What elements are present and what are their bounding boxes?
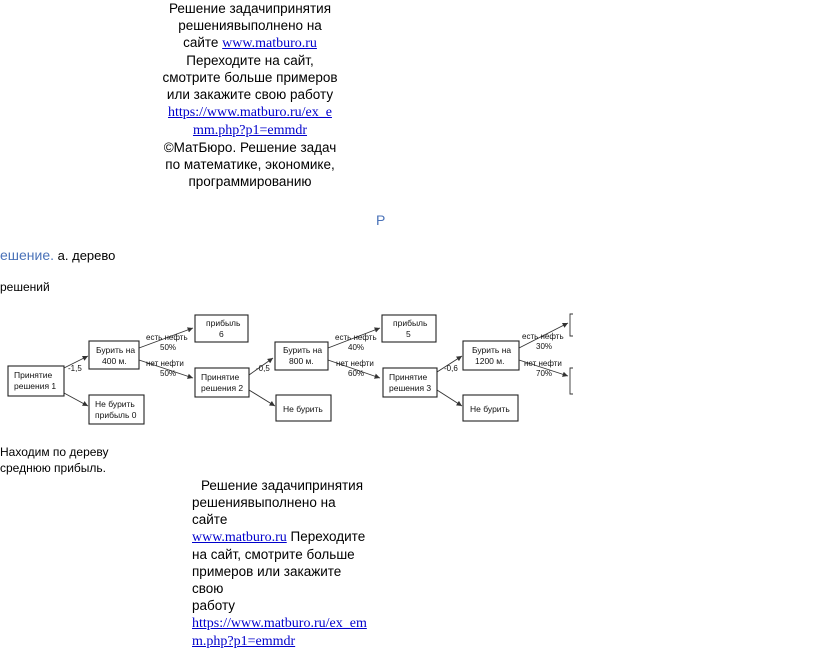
top-line-3: сайте www.matburo.ru: [183, 35, 317, 51]
top-text-block: Решение задачипринятия решениявыполнено …: [150, 0, 350, 190]
tree-edges: [63, 313, 573, 407]
top-line-8: по математике, экономике,: [165, 157, 335, 172]
svg-text:5: 5: [406, 329, 411, 339]
bottom-example-link-part-2[interactable]: m.php?p1=emmdr: [192, 634, 296, 649]
svg-text:прибыль: прибыль: [206, 318, 241, 328]
oil-yes-prob-2: 40%: [348, 343, 364, 352]
heading-line-2: решений: [0, 280, 50, 294]
bottom-line-4: на сайт, смотрите больше: [192, 547, 355, 562]
bottom-link-2b-line: m.php?p1=emmdr: [183, 632, 373, 650]
bottom-line-6: работу: [192, 598, 236, 613]
bottom-line-1: Решение задачипринятия: [201, 478, 364, 493]
oil-no-prob-1: 50%: [160, 369, 176, 378]
top-line-5: смотрите больше примеров: [162, 70, 338, 85]
example-link-part-1[interactable]: https://www.matburo.ru/ex_e: [168, 105, 332, 120]
solution-heading-blue: ешение.: [0, 247, 55, 263]
svg-text:прибыль: прибыль: [393, 318, 428, 328]
node-drill-1200: Бурить на 1200 м.: [462, 340, 520, 371]
solution-heading: ешение. а. дерево: [0, 247, 115, 263]
bottom-example-link-part-1[interactable]: https://www.matburo.ru/ex_em: [192, 616, 367, 631]
oil-no-label-2: нет нефти: [336, 359, 374, 368]
node-profit-5: прибыль 5: [381, 314, 437, 343]
oil-no-prob-3: 70%: [536, 369, 552, 378]
node-drill-400: Бурить на 400 м.: [88, 340, 140, 370]
svg-text:решения 2: решения 2: [201, 383, 243, 393]
bottom-matburo-link[interactable]: www.matburo.ru: [192, 530, 287, 545]
bottom-line-5: примеров или закажите свою: [192, 564, 342, 596]
svg-text:Бурить на: Бурить на: [472, 345, 511, 355]
node-no-drill-2: Не бурить: [275, 394, 332, 422]
svg-text:Не бурить: Не бурить: [283, 404, 323, 414]
tree-edge-labels: -1,5 есть нефть 50% нет нефти 50% -0,5 е…: [68, 332, 564, 378]
oil-yes-label-2: есть нефть: [335, 333, 377, 342]
oil-no-label-3: нет нефти: [524, 359, 562, 368]
top-line-4: Переходите на сайт,: [186, 53, 314, 68]
top-line-1: Решение задачипринятия: [168, 1, 332, 16]
svg-text:прибыль 0: прибыль 0: [95, 410, 137, 420]
top-line-2: решениявыполнено на: [178, 18, 322, 33]
node-no-drill-3: Не бурить: [462, 394, 519, 422]
node-no-drill-profit-0: Не бурить прибыль 0: [88, 394, 145, 425]
oil-yes-label-1: есть нефть: [146, 333, 188, 342]
bottom-line-3: www.matburo.ru Переходите: [192, 529, 366, 545]
node-decision-3: Принятие решения 3: [382, 367, 438, 398]
cost-label-2: -0,5: [256, 364, 270, 373]
svg-text:Принятие: Принятие: [201, 372, 240, 382]
stray-heading-letter: Р: [376, 212, 386, 228]
svg-text:Принятие: Принятие: [389, 372, 428, 382]
find-text-line-1: Находим по дереву: [0, 445, 109, 459]
node-decision-2: Принятие решения 2: [194, 367, 250, 398]
svg-text:Принятие: Принятие: [14, 370, 53, 380]
bottom-line-2: решениявыполнено на сайте: [192, 495, 336, 527]
decision-tree-diagram: -1,5 есть нефть 50% нет нефти 50% -0,5 е…: [7, 313, 573, 425]
svg-text:400 м.: 400 м.: [102, 356, 127, 366]
svg-text:Бурить на: Бурить на: [96, 345, 135, 355]
oil-no-prob-2: 60%: [348, 369, 364, 378]
svg-text:6: 6: [219, 329, 224, 339]
oil-yes-label-3: есть нефть: [522, 332, 564, 341]
top-link-2a-line: https://www.matburo.ru/ex_e: [150, 103, 350, 121]
bottom-link-2a-line: https://www.matburo.ru/ex_em: [183, 614, 373, 632]
svg-text:1200 м.: 1200 м.: [475, 356, 504, 366]
oil-no-label-1: нет нефти: [146, 359, 184, 368]
oil-yes-prob-3: 30%: [536, 342, 552, 351]
node-decision-1: Принятие решения 1: [7, 365, 65, 397]
cost-label-3: -0,6: [444, 364, 458, 373]
example-link-part-2[interactable]: mm.php?p1=emmdr: [192, 123, 308, 138]
svg-text:решения 3: решения 3: [389, 383, 431, 393]
top-link-2b-line: mm.php?p1=emmdr: [150, 121, 350, 139]
top-line-7: ©МатБюро. Решение задач: [163, 140, 337, 155]
top-line-6: или закажите свою работу: [166, 87, 334, 102]
cost-label-1: -1,5: [68, 364, 82, 373]
find-text-line-2: среднюю прибыль.: [0, 461, 107, 475]
top-line-9: программированию: [188, 174, 312, 189]
node-profit-6: прибыль 6: [194, 314, 249, 343]
svg-text:Не бурить: Не бурить: [470, 404, 510, 414]
bottom-text-block: Решение задачипринятия решениявыполнено …: [183, 477, 373, 650]
solution-heading-rest: а. дерево: [57, 248, 116, 263]
node-drill-800: Бурить на 800 м.: [274, 341, 329, 371]
svg-text:решения 1: решения 1: [14, 381, 56, 391]
matburo-link[interactable]: www.matburo.ru: [222, 36, 317, 51]
oil-yes-prob-1: 50%: [160, 343, 176, 352]
svg-text:Не бурить: Не бурить: [95, 399, 135, 409]
svg-text:Бурить на: Бурить на: [283, 345, 322, 355]
svg-text:800 м.: 800 м.: [289, 356, 314, 366]
